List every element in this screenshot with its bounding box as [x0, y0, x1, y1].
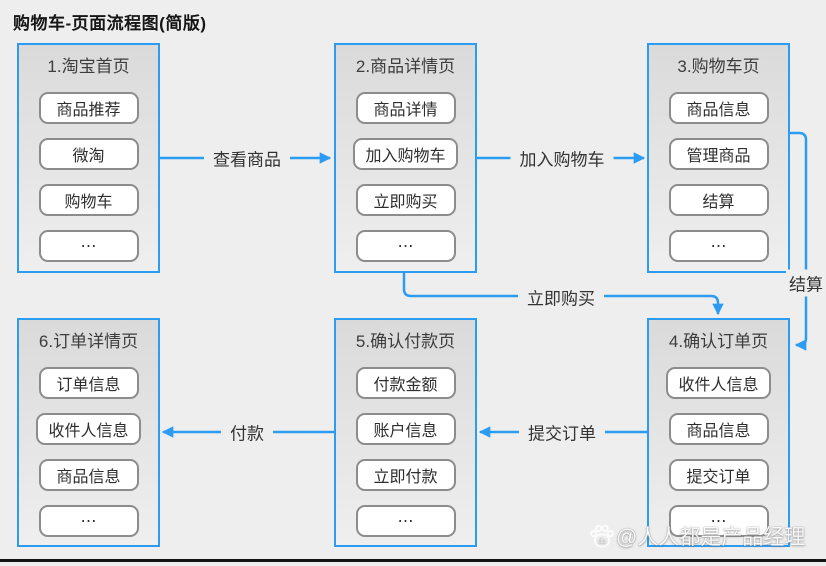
node-item: 购物车	[38, 184, 139, 216]
node-items: 商品信息 管理商品 结算 ⋯	[649, 92, 788, 262]
node-product-detail: 2.商品详情页 商品详情 加入购物车 立即购买 ⋯	[334, 43, 477, 273]
node-item: 立即购买	[355, 184, 456, 216]
edge-label-checkout: 结算	[786, 269, 826, 297]
node-confirm-payment: 5.确认付款页 付款金额 账户信息 立即付款 ⋯	[334, 318, 477, 547]
node-item: 加入购物车	[353, 138, 458, 170]
node-item: ⋯	[38, 230, 139, 262]
node-order-detail: 6.订单详情页 订单信息 收件人信息 商品信息 ⋯	[17, 318, 160, 547]
node-items: 收件人信息 商品信息 提交订单 ⋯	[649, 367, 788, 537]
node-item: ⋯	[668, 230, 769, 262]
node-item: ⋯	[38, 505, 139, 537]
edge-label-view-product: 查看商品	[204, 144, 290, 172]
edge-label-buy-now: 立即购买	[518, 283, 604, 311]
node-item: 收件人信息	[36, 413, 141, 445]
node-title: 5.确认付款页	[355, 332, 456, 351]
node-item: 提交订单	[668, 459, 769, 491]
node-item: ⋯	[355, 505, 456, 537]
node-item: 立即付款	[355, 459, 456, 491]
node-item: 商品信息	[38, 459, 139, 491]
node-items: 商品推荐 微淘 购物车 ⋯	[19, 92, 158, 262]
edge-label-submit-order: 提交订单	[519, 418, 605, 446]
node-title: 6.订单详情页	[38, 332, 139, 351]
node-item: 订单信息	[38, 367, 139, 399]
node-item: 收件人信息	[666, 367, 771, 399]
node-title: 1.淘宝首页	[47, 57, 130, 76]
svg-text:du: du	[598, 538, 606, 545]
edge-label-pay: 付款	[221, 418, 273, 446]
bottom-divider	[0, 559, 826, 562]
node-title: 2.商品详情页	[355, 57, 456, 76]
node-item: 商品信息	[668, 413, 769, 445]
node-confirm-order: 4.确认订单页 收件人信息 商品信息 提交订单 ⋯	[647, 318, 790, 547]
node-item: 商品信息	[668, 92, 769, 124]
node-item: 微淘	[38, 138, 139, 170]
node-item: ⋯	[668, 505, 769, 537]
node-item: 商品详情	[355, 92, 456, 124]
watermark-text: @人人都是产品经理	[616, 526, 806, 549]
node-title: 4.确认订单页	[668, 332, 769, 351]
watermark: du @人人都是产品经理	[589, 521, 805, 551]
node-item: 管理商品	[668, 138, 769, 170]
node-items: 订单信息 收件人信息 商品信息 ⋯	[19, 367, 158, 537]
node-item: 商品推荐	[38, 92, 139, 124]
node-item: 付款金额	[355, 367, 456, 399]
node-items: 付款金额 账户信息 立即付款 ⋯	[336, 367, 475, 537]
baidu-paw-icon: du	[590, 524, 614, 548]
edge-checkout	[790, 131, 808, 351]
node-cart-page: 3.购物车页 商品信息 管理商品 结算 ⋯	[647, 43, 790, 273]
edge-label-add-to-cart: 加入购物车	[510, 144, 614, 172]
node-item: ⋯	[355, 230, 456, 262]
node-title: 3.购物车页	[677, 57, 760, 76]
node-item: 账户信息	[355, 413, 456, 445]
page-title: 购物车-页面流程图(简版)	[13, 14, 207, 33]
node-item: 结算	[668, 184, 769, 216]
node-taobao-home: 1.淘宝首页 商品推荐 微淘 购物车 ⋯	[17, 43, 160, 273]
node-items: 商品详情 加入购物车 立即购买 ⋯	[336, 92, 475, 262]
